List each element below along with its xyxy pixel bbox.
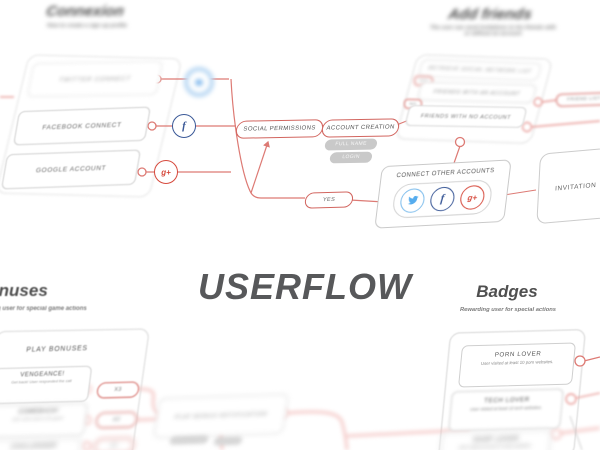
bonus-desc: Get back! User responded the call [10, 378, 73, 385]
bonus-name: CHALLENGER [10, 443, 58, 450]
google-plus-icon: g+ [154, 160, 178, 184]
bonus-name: COMEBACK! [17, 408, 60, 416]
connexion-subtitle: How to create a sign up profile [46, 23, 128, 29]
yes-pill: YES [303, 191, 355, 209]
bonus-multiplier-x3: X3 [95, 381, 141, 399]
node-social-permissions: SOCIAL PERMISSIONS [234, 119, 325, 139]
field-full-name: FULL NAME [324, 138, 378, 150]
bonus-multiplier-x1: X1 [92, 437, 136, 450]
flow-lines-medium [0, 96, 600, 405]
bonus-challenger-box: CHALLENGER [0, 437, 82, 450]
faint-gray-lines [569, 415, 583, 450]
connect-other-accounts-title: CONNECT OTHER ACCOUNTS [396, 168, 495, 180]
node-connect-other-accounts: CONNECT OTHER ACCOUNTS f g+ [374, 159, 512, 229]
node-facebook-connect: FACEBOOK CONNECT [13, 106, 151, 146]
bonus-vengeance-box: VENGEANCE! Get back! User responded the … [0, 365, 93, 405]
badge-desc: User visited at least 10 porn websites. [480, 359, 554, 366]
badge-desc: User visited at least 10 shop websites. [458, 443, 533, 450]
node-friends-with-account: FRIENDS WITH AN ACCOUNT [416, 81, 538, 104]
badge-name: PORN LOVER [494, 350, 542, 359]
node-google-account: GOOGLE ACCOUNT [0, 149, 142, 190]
friend-list-pill: FRIEND LIST [555, 92, 600, 107]
add-friends-title: Add friends [447, 6, 533, 23]
notification-pill-1: NOTIFICATION [169, 435, 209, 445]
badge-name: TECH LOVER [483, 396, 531, 405]
add-friends-subtitle: The user can send invitations to his fri… [430, 25, 556, 37]
twitter-bird-glyph [407, 195, 419, 205]
twitter-icon [398, 187, 426, 214]
node-friends-no-account: FRIENDS WITH NO ACCOUNT [404, 105, 528, 128]
node-twitter-connect: TWITTER CONNECT [26, 60, 164, 98]
badge-tech-lover-box: TECH LOVER User visited at least 10 tech… [448, 388, 564, 432]
notification-pill-2: ANIMATION [213, 436, 243, 446]
node-play-bonus-notification: PLAY BONUS NOTIFICATION [152, 393, 290, 439]
badges-subtitle: Rewarding user for special actions [460, 307, 556, 313]
bonuses-subtitle: Rewarding user for special game actions [0, 306, 87, 312]
badge-shop-lover-box: SHOP LOVER User visited at least 10 shop… [438, 429, 552, 450]
twitter-icon [184, 67, 214, 97]
badge-name: SHOP LOVER [472, 435, 520, 444]
badge-desc: User visited at least 10 tech websites. [469, 405, 543, 412]
facebook-icon: f [172, 114, 196, 138]
bonus-desc: User came back to the game [11, 415, 64, 422]
field-login: LOGIN [329, 151, 373, 163]
facebook-icon: f [428, 186, 456, 212]
connexion-title: Connexion [45, 3, 125, 20]
bonus-multiplier-x2: X2 [94, 411, 139, 429]
accounts-capsule: f g+ [391, 179, 494, 219]
bonuses-title: Bonuses [0, 281, 48, 300]
bonus-comeback-box: COMEBACK! User came back to the game [0, 402, 89, 439]
node-account-creation: ACCOUNT CREATION [320, 118, 401, 138]
badges-title: Badges [476, 282, 538, 301]
google-plus-icon: g+ [458, 184, 486, 211]
bonus-name: VENGEANCE! [19, 371, 65, 379]
badge-porn-lover-box: PORN LOVER User visited at least 10 porn… [457, 342, 577, 388]
page-title: USERFLOW [198, 266, 412, 307]
